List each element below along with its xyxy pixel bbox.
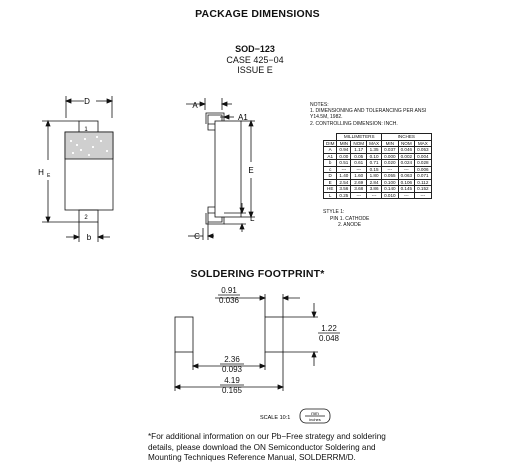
label-b: b [87, 233, 92, 242]
footnote: *For additional information on our Pb−Fr… [148, 432, 386, 464]
dim-right-in: 0.048 [319, 334, 340, 343]
label-pin2: 2 [84, 215, 88, 221]
dim-cell: L [322, 191, 338, 199]
style-heading: STYLE 1: [323, 209, 345, 215]
label-d: D [84, 97, 90, 106]
table-header-row: DIM MIN NOM MAX MIN NOM MAX [322, 139, 432, 147]
style-line: PIN 1. CATHODE [330, 215, 370, 222]
pad-left [174, 316, 194, 353]
label-a1: A1 [238, 113, 248, 122]
value-cell: 0.25 [336, 191, 352, 199]
dim-bottom-mm: 4.19 [224, 376, 240, 385]
style-line: 2. ANODE [338, 222, 362, 228]
footnote-line: *For additional information on our Pb−Fr… [148, 432, 386, 441]
style-block: STYLE 1: PIN 1. CATHODE 2. ANODE [323, 209, 369, 229]
label-c: C [194, 232, 200, 241]
dim-top-mm: 0.91 [221, 286, 237, 295]
scale-label: SCALE 10:1 [260, 415, 290, 421]
side-view-drawing: A A1 E L C [186, 98, 255, 241]
package-issue: ISSUE E [237, 65, 273, 75]
pad-right [264, 316, 284, 353]
note-line: 2. CONTROLLING DIMENSION: INCH. [310, 120, 398, 127]
top-view-drawing: D 1 2 H E b [38, 96, 114, 242]
package-header: SOD−123 CASE 425−04 ISSUE E [190, 44, 320, 76]
footnote-line: Mounting Techniques Reference Manual, SO… [148, 453, 356, 462]
value-cell: --- [366, 191, 383, 199]
label-he: H [38, 168, 44, 177]
package-case: CASE 425−04 [226, 54, 284, 65]
label-pin1: 1 [84, 127, 88, 133]
note-line: 1. DIMENSIONING AND TOLERANCING PER ANSI [310, 108, 427, 115]
page-title: PACKAGE DIMENSIONS [195, 8, 320, 20]
note-line: Y14.5M, 1982. [310, 114, 343, 121]
footprint-title: SOLDERING FOOTPRINT* [190, 268, 325, 280]
dim-top-in: 0.036 [219, 296, 240, 305]
units-mm: mm [311, 411, 319, 416]
dim-right-mm: 1.22 [321, 324, 337, 333]
notes-heading: NOTES: [310, 102, 329, 108]
label-e: E [248, 166, 253, 175]
footnote-line: details, please download the ON Semicond… [148, 442, 376, 452]
label-a: A [192, 101, 198, 110]
band-texture [70, 136, 108, 156]
units-inches: inches [309, 417, 321, 422]
package-name: SOD−123 [235, 44, 275, 54]
notes-block: NOTES: 1. DIMENSIONING AND TOLERANCING P… [310, 102, 426, 127]
label-he-sub: E [47, 173, 51, 179]
dim-mid-mm: 2.36 [224, 355, 240, 364]
dimension-table: MILLIMETERS INCHES DIM MIN NOM MAX MIN N… [322, 133, 432, 199]
dim-mid-in: 0.093 [222, 365, 243, 374]
table-row: c------0.15------0.006 [322, 165, 432, 173]
label-l: L [250, 214, 255, 223]
units-box [299, 408, 331, 424]
value-cell: --- [414, 191, 432, 199]
dim-bottom-in: 0.165 [222, 386, 243, 395]
